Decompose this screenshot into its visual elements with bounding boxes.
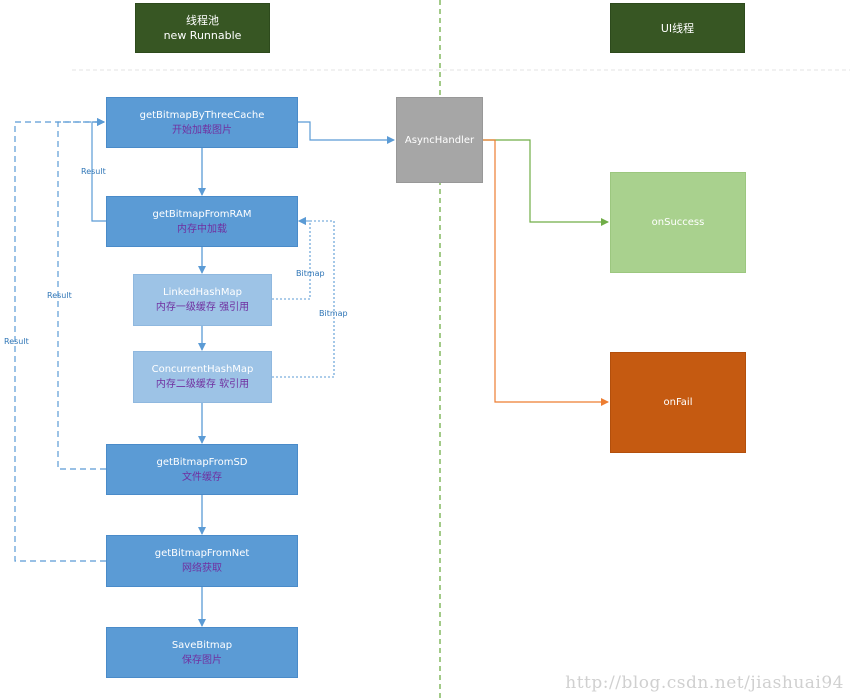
edge-label-bitmap-concurrent: Bitmap <box>319 309 348 318</box>
watermark-text: http://blog.csdn.net/jiashuai94 <box>565 673 844 693</box>
node-get-bitmap-from-ram: getBitmapFromRAM 内存中加载 <box>106 196 298 247</box>
node-label: getBitmapFromRAM <box>152 208 252 220</box>
arrow-handler-to-fail <box>483 139 609 406</box>
arrow-bitmap-concurrent <box>272 217 335 378</box>
node-label: onFail <box>663 397 693 408</box>
node-label: getBitmapFromNet <box>154 548 250 559</box>
edge-label-result-sd: Result <box>47 291 72 300</box>
node-label: getBitmapByThreeCache <box>139 109 265 121</box>
edge-label-result-ram: Result <box>81 167 106 176</box>
thread-pool-title: 线程池 <box>186 14 219 27</box>
node-save-bitmap: SaveBitmap 保存图片 <box>106 627 298 678</box>
ui-thread-lane-header: UI线程 <box>610 3 745 53</box>
node-label: onSuccess <box>651 217 705 228</box>
node-sublabel: 保存图片 <box>182 654 222 666</box>
node-concurrent-hash-map: ConcurrentHashMap 内存二级缓存 软引用 <box>133 351 272 403</box>
node-sublabel: 内存中加载 <box>177 223 227 235</box>
arrow-result-net <box>14 118 106 562</box>
node-sublabel: 开始加载图片 <box>172 124 232 136</box>
node-sublabel: 文件缓存 <box>182 471 222 483</box>
node-get-bitmap-from-sd: getBitmapFromSD 文件缓存 <box>106 444 298 495</box>
thread-pool-lane-header: 线程池 new Runnable <box>135 3 270 53</box>
node-get-bitmap-by-three-cache: getBitmapByThreeCache 开始加载图片 <box>106 97 298 148</box>
node-sublabel: 内存一级缓存 强引用 <box>155 302 250 313</box>
node-async-handler: AsyncHandler <box>396 97 483 183</box>
edge-label-result-net: Result <box>4 337 29 346</box>
thread-pool-subtitle: new Runnable <box>163 29 242 42</box>
arrow-threecache-to-handler <box>298 121 395 144</box>
node-sublabel: 内存二级缓存 软引用 <box>155 379 250 390</box>
node-linked-hash-map: LinkedHashMap 内存一级缓存 强引用 <box>133 274 272 326</box>
node-get-bitmap-from-net: getBitmapFromNet 网络获取 <box>106 535 298 587</box>
ui-thread-title: UI线程 <box>660 21 695 35</box>
node-label: ConcurrentHashMap <box>151 364 254 375</box>
arrow-result-sd <box>57 118 106 470</box>
edge-label-bitmap-linked: Bitmap <box>296 269 325 278</box>
node-label: AsyncHandler <box>404 134 475 146</box>
node-on-success: onSuccess <box>610 172 746 273</box>
node-label: SaveBitmap <box>171 639 233 651</box>
node-label: getBitmapFromSD <box>156 456 248 468</box>
node-on-fail: onFail <box>610 352 746 453</box>
arrow-handler-to-success <box>483 139 609 226</box>
node-sublabel: 网络获取 <box>182 563 222 574</box>
node-label: LinkedHashMap <box>163 287 242 298</box>
